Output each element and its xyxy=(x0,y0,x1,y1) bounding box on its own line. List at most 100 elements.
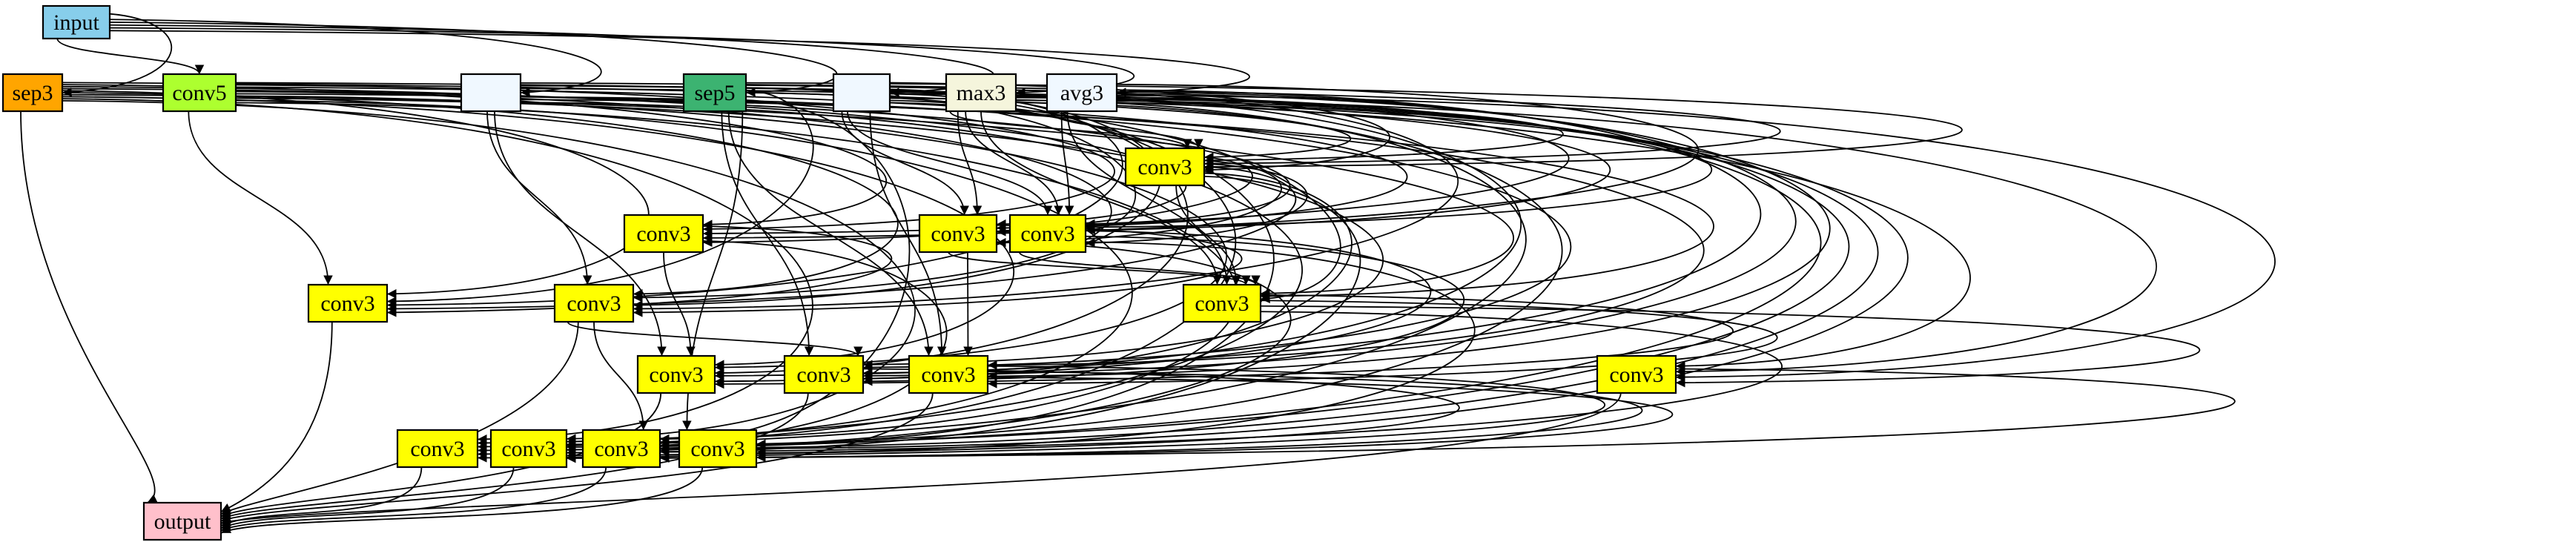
edge-n_conv5-to-c_d1 xyxy=(235,95,1227,372)
edge-n_sep5-to-c_d3 xyxy=(727,110,934,357)
edge-c_c2-to-n_output xyxy=(220,321,579,515)
edge-c_c3-to-c_e2 xyxy=(566,311,1783,457)
edge-n_conv5-to-c_c2 xyxy=(235,90,1112,303)
node-label: conv3 xyxy=(649,363,703,387)
edge-n_avg3-to-c_d4 xyxy=(1116,94,2276,382)
edge-c_e3-to-n_output xyxy=(220,466,607,532)
node-blank xyxy=(832,73,891,113)
edge-n_avg3-to-c_c3 xyxy=(1066,110,1232,285)
node-box xyxy=(1046,73,1118,113)
node-input: input xyxy=(42,4,111,40)
node-label: sep5 xyxy=(695,81,736,105)
node-conv3: conv3 xyxy=(553,283,635,323)
node-label: conv3 xyxy=(931,222,985,246)
node-box xyxy=(783,354,865,394)
node-box xyxy=(1182,283,1262,323)
edge-n_sep3-to-c_e2 xyxy=(62,100,916,443)
edge-n_sep3-to-n_output xyxy=(20,110,158,503)
node-label: conv3 xyxy=(636,222,690,246)
node-box xyxy=(908,354,989,394)
node-box xyxy=(1008,214,1087,254)
node-label: sep3 xyxy=(13,81,53,105)
node-box xyxy=(918,214,998,254)
edge-arrow xyxy=(1049,110,1203,149)
edge-n_blank2-to-c_b2 xyxy=(841,110,969,216)
edge-arrow xyxy=(1085,162,1308,248)
edge-n_sep3-to-c_b3 xyxy=(62,87,1291,229)
edge-c_c2-to-c_e3 xyxy=(593,321,649,431)
edge-c_d4-to-c_e2 xyxy=(566,368,2236,463)
node-label: conv3 xyxy=(1609,363,1663,387)
node-label: conv3 xyxy=(501,437,555,461)
edge-n_avg3-to-c_e4 xyxy=(756,102,1909,454)
node-box xyxy=(1596,354,1677,394)
node-conv3: conv3 xyxy=(581,429,661,469)
node-sep5: sep5 xyxy=(682,73,747,113)
node-box xyxy=(581,429,661,469)
edge-n_max3-to-c_c3 xyxy=(980,110,1222,285)
edge-c_e4-to-n_output xyxy=(220,466,704,534)
edge-n_conv5-to-c_e2 xyxy=(235,99,1133,446)
edge-arrow xyxy=(62,100,916,443)
edge-n_blank1-to-c_d1 xyxy=(494,110,667,357)
node-label: conv3 xyxy=(1195,291,1249,316)
edge-arrow xyxy=(659,175,1361,457)
edge-arrow xyxy=(62,98,813,444)
node-label: conv3 xyxy=(410,437,464,461)
edge-n_sep5-to-c_e3 xyxy=(659,99,911,447)
edge-n_blank1-to-c_d3 xyxy=(520,99,1705,370)
edge-arrow xyxy=(948,251,1251,285)
node-box xyxy=(142,501,222,541)
edge-arrow xyxy=(862,235,1465,386)
edge-n_blank2-to-c_d3 xyxy=(869,110,947,357)
edge-arrow xyxy=(949,110,1192,149)
edge-arrow xyxy=(1018,251,1261,285)
edge-c_a-to-c_d2 xyxy=(862,172,1353,383)
node-box xyxy=(682,73,747,113)
node-box xyxy=(553,283,635,323)
edge-arrow xyxy=(987,93,1831,381)
edge-arrow xyxy=(520,99,1705,370)
edge-arrow xyxy=(477,365,1605,463)
node-label: conv3 xyxy=(1020,222,1074,246)
edge-arrow xyxy=(659,371,1643,463)
edge-c_b3-to-c_c3 xyxy=(1018,251,1261,285)
edge-arrow xyxy=(220,466,423,527)
edge-c_d1-to-n_output xyxy=(220,392,662,518)
edge-arrow xyxy=(567,321,863,357)
edge-arrow xyxy=(235,95,1227,372)
edge-n_max3-to-c_d2 xyxy=(862,94,1522,378)
edge-arrow xyxy=(841,110,969,216)
edge-arrow xyxy=(235,97,1384,370)
edge-arrow xyxy=(220,392,1622,524)
node-box xyxy=(489,429,568,469)
node-box xyxy=(678,429,758,469)
edge-c_e2-to-n_output xyxy=(220,466,515,529)
node-box xyxy=(396,429,479,469)
edge-arrow xyxy=(889,97,1971,371)
node-box xyxy=(42,4,111,40)
edge-arrow xyxy=(957,110,982,216)
edge-c_d2-to-n_output xyxy=(220,392,809,520)
node-box xyxy=(1124,147,1206,187)
edge-arrow xyxy=(62,90,650,299)
edge-n_conv5-to-c_d2 xyxy=(235,97,1384,370)
edge-arrow xyxy=(756,241,1476,458)
node-box xyxy=(307,283,389,323)
node-conv3: conv3 xyxy=(1008,214,1087,254)
edge-arrow xyxy=(727,110,934,357)
edge-n_max3-to-c_e3 xyxy=(659,102,1563,450)
edge-arrow xyxy=(566,311,1783,457)
node-conv3: conv3 xyxy=(1596,354,1677,394)
node-box xyxy=(162,73,237,113)
node-label: conv5 xyxy=(172,81,226,105)
edge-arrow xyxy=(862,94,1522,378)
edge-n_blank1-to-c_c2 xyxy=(486,110,592,285)
node-box xyxy=(1,73,64,113)
node-label: conv3 xyxy=(690,437,744,461)
edge-c_d3-to-n_output xyxy=(220,392,934,522)
edge-arrow xyxy=(593,321,649,431)
node-conv3: conv3 xyxy=(636,354,716,394)
edge-c_b1-to-c_d1 xyxy=(663,251,696,357)
